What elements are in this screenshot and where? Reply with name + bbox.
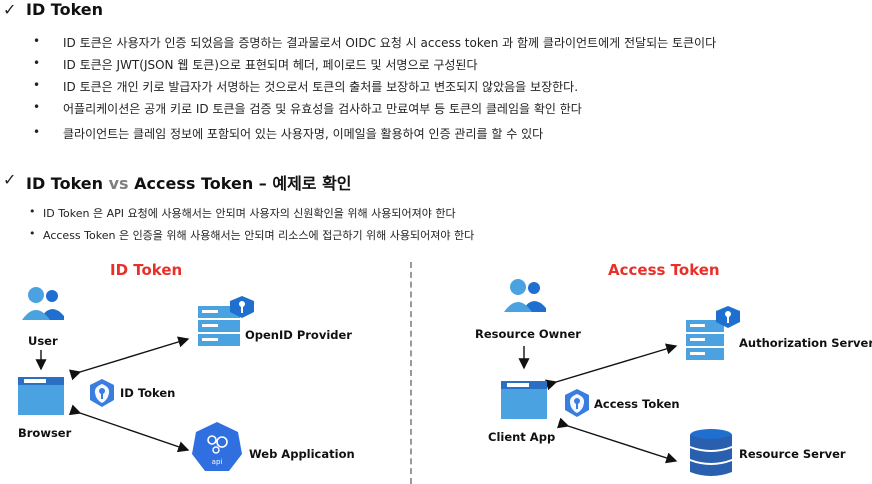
user-label: User (28, 334, 58, 348)
list-item: •ID 토큰은 개인 키로 발급자가 서명하는 것으로서 토큰의 출처를 보장하… (33, 78, 579, 94)
access-token-diagram-title: Access Token (608, 261, 720, 279)
access-token-label: Access Token (594, 397, 680, 411)
server-key-icon (198, 296, 258, 350)
server-key-icon (686, 304, 746, 368)
openid-provider-label: OpenID Provider (245, 328, 352, 342)
shield-key-icon (88, 378, 116, 412)
shield-key-icon (563, 388, 591, 422)
browser-window-icon (501, 381, 547, 423)
users-icon (18, 286, 66, 328)
check-icon: ✓ (3, 0, 17, 19)
database-icon (689, 428, 733, 484)
list-item: •ID 토큰은 사용자가 인증 되었음을 증명하는 결과물로서 OIDC 요청 … (33, 34, 717, 50)
list-item: •어플리케이션은 공개 키로 ID 토큰을 검증 및 유효성을 검사하고 만료여… (33, 100, 582, 116)
section-id-vs-access: ✓ ID Token vs Access Token – 예제로 확인 •ID … (0, 168, 872, 248)
list-item: •Access Token 은 인증을 위해 사용해서는 안되며 리소스에 접근… (29, 227, 475, 242)
svg-text:api: api (212, 458, 223, 466)
arrow-client-resserver (556, 417, 678, 464)
client-app-label: Client App (488, 430, 556, 444)
kubernetes-api-icon: api (190, 420, 244, 478)
web-application-label: Web Application (249, 447, 355, 461)
browser-label: Browser (18, 426, 72, 440)
check-icon: ✓ (3, 170, 17, 189)
arrow-browser-provider (68, 336, 190, 381)
browser-window-icon (18, 377, 64, 419)
diagram-divider (410, 262, 412, 484)
resource-server-label: Resource Server (739, 447, 846, 461)
section-title: ID Token vs Access Token – 예제로 확인 (26, 174, 352, 193)
authorization-server-label: Authorization Server (739, 336, 872, 350)
resource-owner-label: Resource Owner (475, 327, 581, 341)
list-item: •ID 토큰은 JWT(JSON 웹 토큰)으로 표현되며 헤더, 페이로드 및… (33, 56, 478, 72)
users-icon (500, 278, 548, 320)
list-item: •클라이언트는 클레임 정보에 포함되어 있는 사용자명, 이메일을 활용하여 … (33, 125, 544, 141)
id-token-diagram-title: ID Token (110, 261, 183, 279)
section-id-token: ✓ ID Token •ID 토큰은 사용자가 인증 되었음을 증명하는 결과물… (0, 0, 872, 150)
list-item: •ID Token 은 API 요청에 사용해서는 안되며 사용자의 신원확인을… (29, 205, 456, 220)
section-title: ID Token (26, 0, 104, 19)
arrow-client-authserver (545, 343, 678, 391)
id-token-label: ID Token (120, 386, 176, 400)
arrow-browser-webapp (68, 404, 190, 453)
